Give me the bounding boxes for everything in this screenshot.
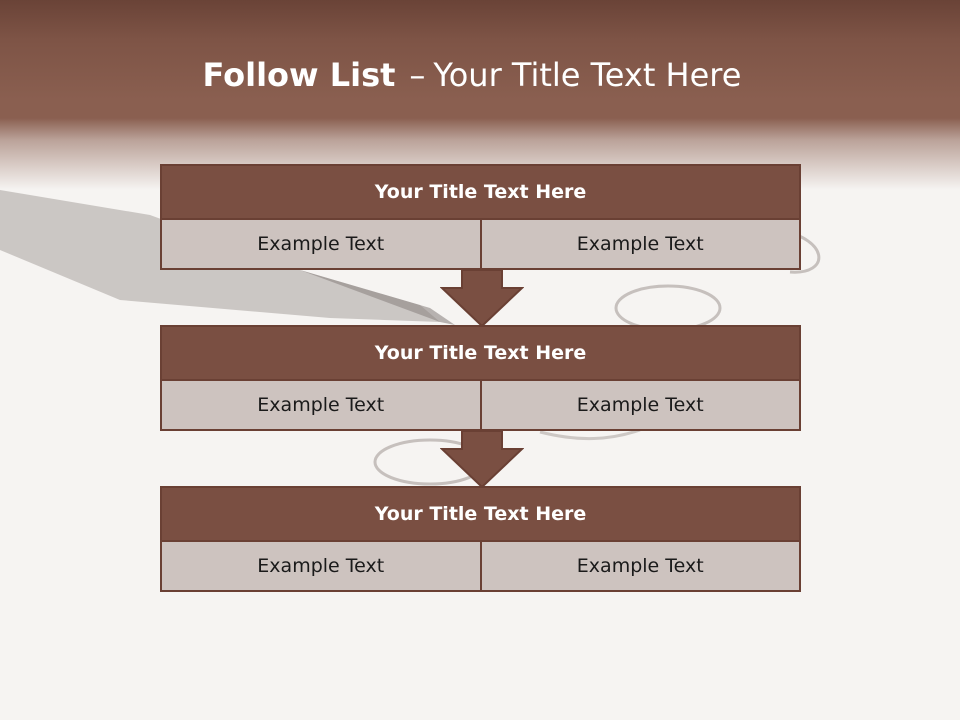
slide-title: Follow List–Your Title Text Here [0,56,944,94]
follow-block-1: Your Title Text Here Example Text Exampl… [160,164,801,270]
block-cell-left: Example Text [160,220,482,270]
block-cell-left: Example Text [160,542,482,592]
slide-title-bold: Follow List [202,56,396,94]
down-arrow-icon [440,431,524,489]
block-title: Your Title Text Here [160,486,801,542]
slide-title-rest: Your Title Text Here [433,56,742,94]
block-title: Your Title Text Here [160,164,801,220]
block-row: Example Text Example Text [160,381,801,431]
block-cell-right: Example Text [481,542,801,592]
down-arrow-icon [440,270,524,328]
follow-block-3: Your Title Text Here Example Text Exampl… [160,486,801,592]
block-cell-left: Example Text [160,381,482,431]
block-row: Example Text Example Text [160,220,801,270]
header-band [0,0,960,190]
title-dash: – [409,56,426,94]
block-cell-right: Example Text [481,220,801,270]
block-cell-right: Example Text [481,381,801,431]
follow-block-2: Your Title Text Here Example Text Exampl… [160,325,801,431]
block-row: Example Text Example Text [160,542,801,592]
block-title: Your Title Text Here [160,325,801,381]
